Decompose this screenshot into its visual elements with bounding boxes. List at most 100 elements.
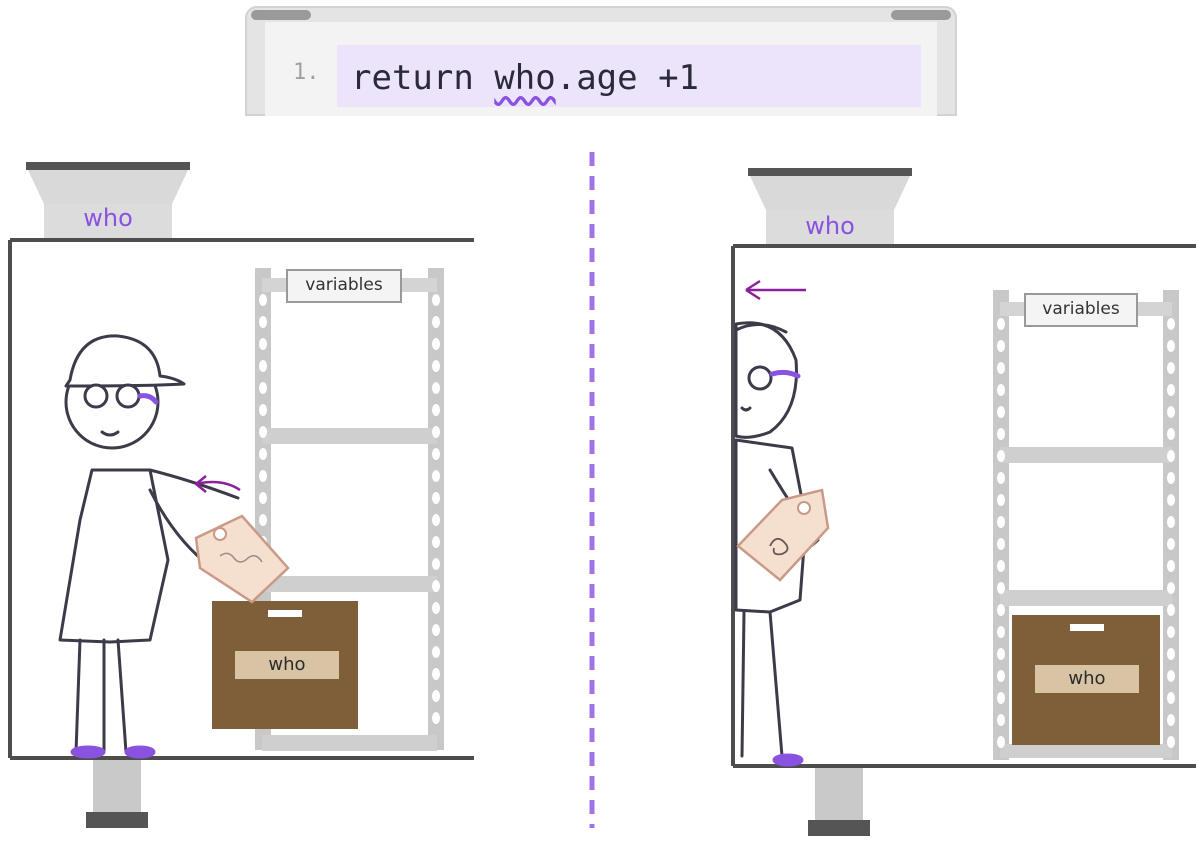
left-variables-sign-text: variables xyxy=(305,275,383,295)
code-editor: 1. return who.age +1 xyxy=(265,22,937,116)
right-tag xyxy=(736,488,830,582)
shoe-right xyxy=(124,745,156,759)
post-hole xyxy=(1167,692,1175,704)
hopper-neck xyxy=(44,204,172,238)
post-hole xyxy=(997,538,1005,550)
frame-corner-left xyxy=(251,10,311,20)
right-panel xyxy=(731,168,1196,836)
tag-scribble xyxy=(769,537,789,556)
post-hole xyxy=(432,360,440,372)
post-hole xyxy=(432,426,440,438)
post-hole xyxy=(997,582,1005,594)
leg-left xyxy=(740,610,746,758)
shelf-bottom xyxy=(1000,744,1172,758)
hopper-lid xyxy=(748,168,912,176)
glasses-left xyxy=(83,383,109,409)
post-hole xyxy=(997,670,1005,682)
post-hole xyxy=(997,384,1005,396)
post-hole xyxy=(1167,428,1175,440)
left-box-label: who xyxy=(268,654,306,675)
post-hole xyxy=(432,514,440,526)
post-hole xyxy=(432,294,440,306)
post-hole xyxy=(1167,582,1175,594)
post-hole xyxy=(432,712,440,724)
post-hole xyxy=(432,338,440,350)
post-hole xyxy=(432,492,440,504)
shoe xyxy=(772,753,804,767)
shelf-3 xyxy=(262,576,437,592)
highlighted-code-line xyxy=(337,45,921,107)
shelf-bottom xyxy=(262,735,437,751)
post-hole xyxy=(997,604,1005,616)
post-hole xyxy=(1167,648,1175,660)
post-hole xyxy=(432,470,440,482)
left-tag xyxy=(194,514,290,604)
post-hole xyxy=(1167,406,1175,418)
right-variables-sign xyxy=(1024,293,1138,327)
left-arrow-head xyxy=(195,475,207,493)
right-box xyxy=(1012,615,1160,745)
tag-hole xyxy=(797,501,811,515)
left-panel xyxy=(8,162,474,828)
post-hole xyxy=(259,470,267,482)
post-hole xyxy=(259,360,267,372)
post-hole xyxy=(259,492,267,504)
lab-coat xyxy=(58,468,170,644)
cap xyxy=(64,334,186,388)
right-arrow-head xyxy=(745,279,761,301)
right-hopper-label: who xyxy=(805,212,855,240)
post-hole xyxy=(1167,538,1175,550)
hopper-funnel xyxy=(28,170,188,204)
code-keyword: return xyxy=(351,58,495,98)
post-hole xyxy=(1167,670,1175,682)
post-hole xyxy=(997,516,1005,528)
right-stand-base xyxy=(808,820,870,836)
post-hole xyxy=(1167,494,1175,506)
post-hole xyxy=(997,714,1005,726)
right-variables-sign-text: variables xyxy=(1042,299,1120,319)
box-handle xyxy=(1070,624,1104,631)
glasses xyxy=(747,365,773,391)
post-hole xyxy=(997,340,1005,352)
post-hole xyxy=(259,382,267,394)
post-hole xyxy=(997,648,1005,660)
post-hole xyxy=(997,362,1005,374)
right-room-walls xyxy=(731,244,1196,768)
box-handle xyxy=(268,610,302,617)
leg-right xyxy=(768,610,784,758)
shoe-left xyxy=(70,745,106,759)
frame-corner-right xyxy=(891,10,951,20)
post-hole xyxy=(997,494,1005,506)
post-hole xyxy=(259,316,267,328)
line-number: 1. xyxy=(293,60,320,85)
post-hole xyxy=(1167,450,1175,462)
post-hole xyxy=(432,316,440,328)
left-motion-arrow xyxy=(195,480,241,492)
post-hole xyxy=(1167,736,1175,748)
shelf-2 xyxy=(262,428,437,444)
hopper-lid xyxy=(26,162,190,170)
post-hole xyxy=(432,448,440,460)
post-hole xyxy=(259,338,267,350)
post-hole xyxy=(997,472,1005,484)
left-hopper xyxy=(26,162,190,238)
left-box xyxy=(212,601,358,729)
tag-hole xyxy=(213,527,227,541)
right-box-label: who xyxy=(1068,668,1106,689)
post-hole xyxy=(432,602,440,614)
post-hole xyxy=(1167,472,1175,484)
post-hole xyxy=(432,404,440,416)
right-shelf-unit xyxy=(993,290,1179,760)
post-hole xyxy=(432,646,440,658)
post-hole xyxy=(1167,626,1175,638)
left-variables-sign xyxy=(286,269,402,303)
post-hole xyxy=(259,426,267,438)
post-hole xyxy=(432,536,440,548)
post-hole xyxy=(432,690,440,702)
code-expression: .age +1 xyxy=(555,58,700,98)
post-hole xyxy=(997,428,1005,440)
glasses-temple xyxy=(769,369,801,379)
hopper-neck xyxy=(766,210,894,244)
post-hole xyxy=(1167,516,1175,528)
